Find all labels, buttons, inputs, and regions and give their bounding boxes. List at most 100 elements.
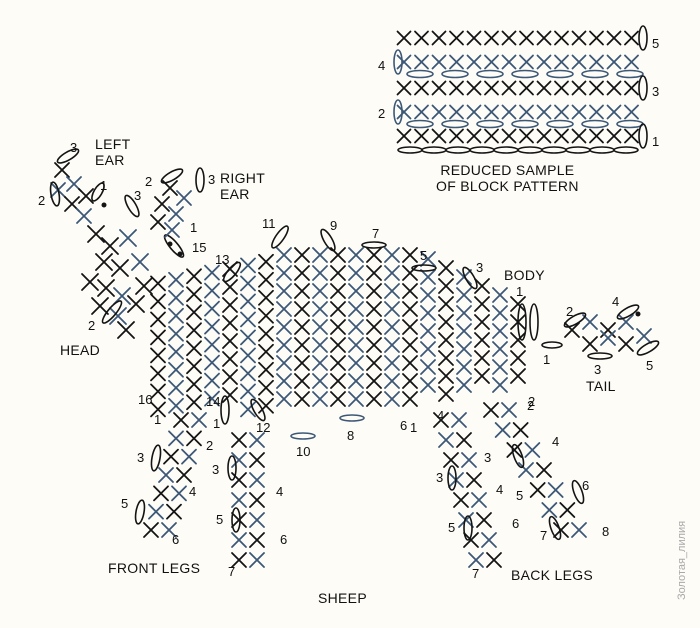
stitch-stroke bbox=[438, 260, 454, 276]
stitch-stroke bbox=[536, 80, 552, 96]
single-crochet-x bbox=[536, 54, 552, 70]
single-crochet-x bbox=[204, 390, 220, 407]
single-crochet-x bbox=[231, 492, 247, 508]
single-crochet-x bbox=[163, 448, 179, 465]
stitch-stroke bbox=[330, 373, 346, 389]
single-crochet-x bbox=[461, 452, 477, 468]
single-crochet-x bbox=[466, 128, 482, 144]
stitch-stroke bbox=[127, 295, 145, 313]
single-crochet-x bbox=[519, 54, 534, 70]
single-crochet-x bbox=[463, 532, 479, 548]
stitch-stroke bbox=[168, 343, 184, 360]
single-crochet-x bbox=[541, 502, 558, 518]
stitch-stroke bbox=[624, 80, 639, 96]
stitch-stroke bbox=[294, 373, 310, 389]
single-crochet-x bbox=[624, 104, 639, 120]
single-crochet-x bbox=[582, 336, 598, 352]
stitch-stroke bbox=[249, 532, 265, 548]
stitch-stroke bbox=[186, 358, 202, 375]
stitch-stroke bbox=[456, 359, 472, 375]
stitch-stroke bbox=[420, 269, 436, 285]
single-crochet-x bbox=[348, 355, 364, 371]
single-crochet-x bbox=[186, 394, 202, 411]
single-crochet-x bbox=[600, 330, 616, 346]
stitch-stroke bbox=[420, 341, 436, 357]
stitch-stroke bbox=[366, 301, 382, 317]
single-crochet-x bbox=[312, 283, 328, 299]
single-crochet-x bbox=[173, 412, 189, 428]
stitch-stroke bbox=[168, 379, 184, 396]
stitch-stroke bbox=[402, 301, 418, 317]
stitch-stroke bbox=[258, 271, 274, 288]
single-crochet-x bbox=[312, 391, 328, 407]
stitch-stroke bbox=[222, 351, 238, 367]
stitch-stroke bbox=[150, 347, 166, 364]
single-crochet-x bbox=[519, 104, 534, 120]
chain-oval bbox=[441, 69, 469, 79]
stitch-stroke bbox=[420, 323, 436, 339]
chain-oval bbox=[339, 414, 365, 422]
single-crochet-x bbox=[396, 128, 412, 144]
stitch-stroke bbox=[186, 376, 202, 393]
stitch-stroke bbox=[554, 80, 569, 96]
stitch-stroke bbox=[518, 462, 534, 478]
single-crochet-x bbox=[384, 319, 400, 335]
single-crochet-x bbox=[168, 271, 184, 288]
row-number: 2 bbox=[378, 106, 385, 121]
stitch-stroke bbox=[636, 328, 652, 344]
chain-oval bbox=[511, 69, 539, 79]
stitch-stroke bbox=[366, 373, 382, 389]
single-crochet-x bbox=[240, 365, 256, 382]
row-number: 4 bbox=[437, 408, 444, 423]
stitch-stroke bbox=[468, 552, 484, 568]
single-crochet-x bbox=[438, 432, 454, 448]
single-crochet-x bbox=[176, 467, 192, 483]
stitch-stroke bbox=[76, 208, 92, 224]
row-number: 5 bbox=[420, 248, 427, 263]
stitch-stroke bbox=[618, 314, 634, 330]
stitch-stroke bbox=[366, 319, 382, 335]
single-crochet-x bbox=[456, 341, 472, 357]
stitch-stroke bbox=[571, 30, 587, 46]
single-crochet-x bbox=[431, 54, 447, 70]
single-crochet-x bbox=[276, 247, 292, 263]
single-crochet-x bbox=[624, 30, 639, 46]
single-crochet-x bbox=[414, 54, 429, 70]
stitch-stroke bbox=[554, 104, 569, 120]
single-crochet-x bbox=[186, 376, 202, 393]
row-number: 3 bbox=[652, 84, 659, 99]
single-crochet-x bbox=[231, 552, 247, 568]
single-crochet-x bbox=[494, 422, 511, 438]
single-crochet-x bbox=[330, 337, 346, 353]
single-crochet-x bbox=[168, 206, 184, 222]
stitch-stroke bbox=[153, 485, 169, 502]
single-crochet-x bbox=[492, 323, 508, 339]
single-crochet-x bbox=[240, 329, 256, 346]
stitch-stroke bbox=[176, 467, 192, 483]
stitch-stroke bbox=[64, 196, 80, 212]
single-crochet-x bbox=[312, 247, 328, 263]
single-crochet-x bbox=[449, 80, 464, 96]
single-crochet-x bbox=[222, 315, 238, 331]
stitch-stroke bbox=[571, 54, 587, 70]
chain-oval bbox=[517, 146, 543, 154]
stitch-stroke bbox=[492, 359, 508, 375]
single-crochet-x bbox=[402, 337, 418, 353]
chain-oval bbox=[150, 444, 162, 472]
stitch-stroke bbox=[420, 359, 436, 375]
stitch-stroke bbox=[294, 247, 310, 263]
chain-oval bbox=[511, 443, 525, 469]
single-crochet-x bbox=[222, 369, 238, 385]
single-crochet-x bbox=[258, 379, 274, 396]
single-crochet-x bbox=[492, 341, 508, 357]
single-crochet-x bbox=[249, 492, 265, 508]
single-crochet-x bbox=[276, 373, 292, 389]
stitch-stroke bbox=[312, 391, 328, 407]
single-crochet-x bbox=[474, 332, 490, 348]
single-crochet-x bbox=[191, 412, 207, 428]
stitch-stroke bbox=[431, 80, 447, 96]
single-crochet-x bbox=[402, 265, 418, 281]
stitch-stroke bbox=[519, 30, 534, 46]
stitch-stroke bbox=[348, 301, 364, 317]
single-crochet-x bbox=[119, 229, 137, 247]
